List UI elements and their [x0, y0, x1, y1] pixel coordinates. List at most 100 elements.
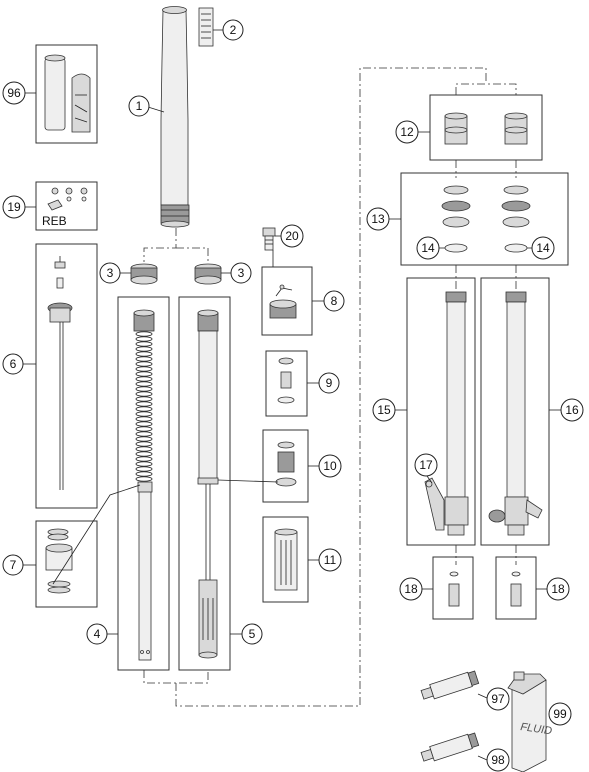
spring-coil — [135, 436, 153, 442]
svg-text:99: 99 — [553, 707, 567, 721]
callout-10: 10 — [318, 454, 342, 478]
spring-coil — [135, 366, 153, 372]
leader-lines — [23, 29, 561, 761]
svg-text:6: 6 — [10, 357, 17, 371]
callout-19: 19 — [2, 195, 26, 219]
svg-text:96: 96 — [7, 86, 21, 100]
spring-coil — [135, 391, 153, 397]
callout-5: 5 — [241, 623, 263, 645]
adjuster-screw-part — [262, 227, 276, 251]
spring-coil — [135, 376, 153, 382]
box-19 — [35, 181, 98, 231]
fork-protector-part — [44, 54, 91, 133]
svg-text:9: 9 — [326, 376, 333, 390]
callout-3-right: 3 — [230, 262, 252, 284]
fluid-label: FLUID — [520, 721, 553, 737]
spring-coil — [135, 461, 153, 467]
spring-cartridge-part — [133, 309, 155, 661]
callout-9: 9 — [318, 372, 340, 394]
callouts: 1 2 96 19 6 7 3 3 4 5 20 8 9 10 11 12 13… — [2, 19, 584, 772]
spring-coil — [135, 456, 153, 462]
spring-coil — [135, 471, 153, 477]
callout-98: 98 — [486, 748, 510, 772]
svg-text:3: 3 — [107, 266, 114, 280]
seal-pair-12 — [444, 112, 528, 145]
spring-coil — [135, 466, 153, 472]
callout-1: 1 — [128, 95, 150, 117]
spring-coil — [135, 406, 153, 412]
spring-coil — [135, 356, 153, 362]
spring-coil — [135, 351, 153, 357]
spring-coil — [135, 441, 153, 447]
spring-coil — [135, 401, 153, 407]
svg-text:18: 18 — [404, 582, 418, 596]
small-parts-reb: REB — [42, 187, 88, 228]
damper-rod-part — [47, 256, 73, 490]
svg-text:17: 17 — [419, 458, 433, 472]
callout-15: 15 — [372, 398, 396, 422]
damper-cartridge-part — [197, 309, 219, 659]
svg-text:8: 8 — [331, 294, 338, 308]
callout-14-right: 14 — [531, 236, 555, 260]
spring-coil — [135, 396, 153, 402]
grease-tube-98 — [420, 732, 480, 762]
spring-coil — [135, 446, 153, 452]
callout-4: 4 — [86, 623, 108, 645]
spring-coil — [135, 386, 153, 392]
box-18b — [495, 556, 537, 620]
callout-8: 8 — [323, 290, 345, 312]
svg-text:20: 20 — [285, 229, 299, 243]
svg-text:12: 12 — [400, 125, 414, 139]
box-4 — [117, 296, 170, 671]
callout-7: 7 — [2, 554, 24, 576]
box-9 — [265, 350, 308, 417]
callout-20: 20 — [280, 224, 304, 248]
spring-coil — [135, 411, 153, 417]
callout-99: 99 — [548, 702, 572, 726]
box-15 — [406, 277, 476, 546]
callout-14-left: 14 — [416, 236, 440, 260]
spring-coil — [135, 341, 153, 347]
callout-18-left: 18 — [399, 577, 423, 601]
valve-cap-part — [269, 284, 297, 319]
callout-2: 2 — [222, 19, 244, 41]
o-rings-14 — [444, 243, 528, 253]
grease-tubes — [420, 670, 480, 762]
group-boxes — [35, 44, 569, 671]
callout-6: 6 — [2, 353, 24, 375]
spring-coil — [135, 346, 153, 352]
reb-label: REB — [42, 214, 67, 228]
spring-coil — [135, 331, 153, 337]
spring-coil — [135, 381, 153, 387]
box-6 — [35, 243, 98, 509]
upper-tube-part — [160, 6, 190, 228]
box-11 — [262, 516, 309, 603]
svg-text:15: 15 — [377, 403, 391, 417]
seal-kit-13 — [441, 185, 531, 228]
grease-tube-97 — [420, 670, 480, 700]
spring-coil — [135, 336, 153, 342]
callout-97: 97 — [486, 687, 510, 711]
callout-3-left: 3 — [99, 262, 121, 284]
box-18a — [432, 556, 474, 620]
valve-part — [277, 357, 295, 404]
box-7 — [35, 520, 98, 608]
svg-text:7: 7 — [10, 558, 17, 572]
spring-coil — [135, 476, 153, 482]
box-5 — [178, 296, 231, 671]
callout-96: 96 — [2, 81, 26, 105]
callout-16: 16 — [560, 398, 584, 422]
coil-spring — [135, 331, 153, 482]
box-16 — [480, 277, 550, 546]
svg-text:10: 10 — [323, 459, 337, 473]
svg-text:13: 13 — [371, 212, 385, 226]
outer-tube-right — [488, 291, 543, 536]
decal-part — [198, 7, 214, 47]
spring-coil — [135, 451, 153, 457]
svg-text:3: 3 — [238, 266, 245, 280]
piston-part — [275, 441, 297, 487]
svg-text:11: 11 — [324, 553, 337, 567]
svg-text:16: 16 — [565, 403, 579, 417]
box-96 — [35, 44, 98, 144]
